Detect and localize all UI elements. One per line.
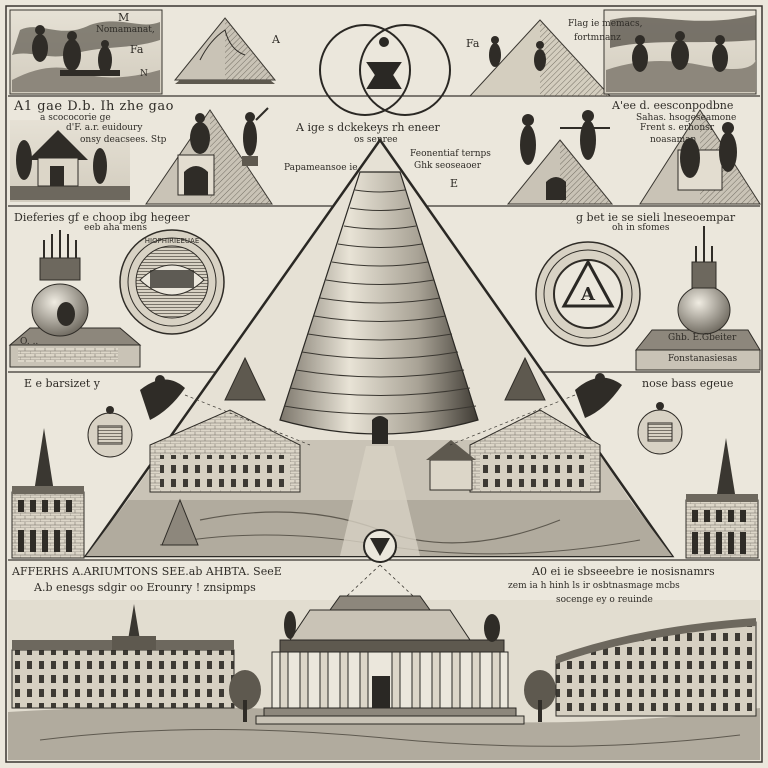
mid-right-line-2: oh in sfomes (612, 223, 670, 233)
top-left-aside: A (272, 33, 280, 46)
plinth-left-label: O. .. (20, 337, 39, 347)
apex-line-2: os senree (354, 135, 398, 145)
top-right-line-1: Flag ie memacs, (568, 19, 643, 29)
apex-line-1: A ige s dckekeys rh eneer (296, 121, 440, 134)
upper-left-line-4: onsy deacsees. Stp (80, 135, 167, 145)
bottom-right-line-3: socenge ey o reuinde (556, 595, 653, 605)
bottom-left-line-1: AFFERHS A.ARIUMTONS SEE.ab AHBTA. SeeE (12, 565, 282, 578)
apex-left-side: Papameansoe ie (284, 163, 358, 173)
apex-right-side-2: Ghk seoseaoer (414, 161, 482, 171)
mid-right-line-1: g bet ie se sieli lneseoempar (576, 211, 736, 224)
plinth-right-label: Ghb. E.Gbeiter (668, 333, 737, 343)
left-shrine-pyramid (145, 109, 273, 205)
right-standing-statues (520, 110, 610, 165)
left-seal-inscription: HIOPHIRIEEUAE (145, 237, 200, 245)
left-winged-figure (140, 375, 185, 420)
bottom-right-line-1: A0 ei ie sbseeebre ie nosisnamrs (532, 565, 715, 578)
right-sphere-pedestal (634, 226, 761, 371)
top-left-line-1: Nomamanat, (96, 25, 155, 35)
right-winged-figure (575, 373, 622, 418)
left-domed-building (11, 428, 85, 559)
bottom-left-line-2: A.b enesgs sdgir oo Erounry ! znsipmps (34, 581, 256, 594)
top-left-line-3: N (140, 69, 148, 79)
bottom-right-palace (555, 618, 757, 717)
upper-left-line-1: A1 gae D.b. Ih zhe gao (14, 99, 174, 114)
bottom-left-palace (11, 604, 235, 709)
bottom-center-temple (255, 595, 525, 725)
upper-left-line-2: a scococorie ge (40, 113, 111, 123)
top-left-line-2: Fa (130, 43, 144, 56)
central-stepped-cone (279, 171, 479, 444)
central-triangle (83, 137, 675, 558)
mid-left-line-1: Dieferies gf e choop ibg hegeer (14, 211, 190, 224)
outer-border (5, 5, 763, 763)
upper-right-line-1: A'ee d. eesconpodbne (612, 99, 734, 112)
plinth-right-label-2: Fonstanasiesas (668, 354, 738, 364)
side-left-caption: E e barsizet y (24, 377, 100, 390)
upper-right-line-4: noasaman (650, 135, 697, 145)
right-circular-seal: A (535, 241, 641, 347)
interlocking-rings-emblem (319, 24, 451, 116)
left-circular-seal: HIOPHIRIEEUAE (119, 229, 225, 335)
left-sphere-pedestal (8, 230, 142, 368)
upper-left-line-3: d'F. a.r. euidoury (66, 123, 143, 133)
right-seal-letter: A (580, 284, 596, 305)
side-right-caption: nose bass egeue (642, 377, 734, 390)
right-small-medallion (637, 402, 683, 455)
left-temple-vignette (10, 120, 130, 202)
mid-left-line-2: eeb aha mens (84, 223, 147, 233)
left-standing-statue (242, 107, 269, 166)
right-domed-building (685, 438, 759, 559)
top-right-aside: Fa (466, 37, 480, 50)
top-left-figures-vignette (9, 9, 163, 95)
bottom-right-line-2: zem ia h hinh ls ir osbtnasmage mcbs (508, 581, 680, 591)
bottom-trees (229, 670, 556, 722)
right-shrine-pyramid (506, 139, 614, 205)
top-small-pyramid (173, 17, 277, 84)
top-right-pyramid (468, 19, 612, 97)
top-right-figures-vignette (603, 9, 757, 95)
apex-right-side-3: E (450, 177, 459, 190)
upper-right-line-2: Sahas. hsogeseamone (636, 113, 737, 123)
top-right-line-2: fortmnanz (574, 33, 621, 43)
apex-right-side-1: Feonentiaf ternps (410, 149, 491, 159)
upper-right-line-3: Frent s. erhonsr (640, 123, 715, 133)
triangle-base-emblem (363, 529, 397, 563)
top-left-heading: M (118, 11, 130, 24)
left-small-medallion (87, 406, 133, 458)
right-temple-vignette (639, 109, 761, 205)
